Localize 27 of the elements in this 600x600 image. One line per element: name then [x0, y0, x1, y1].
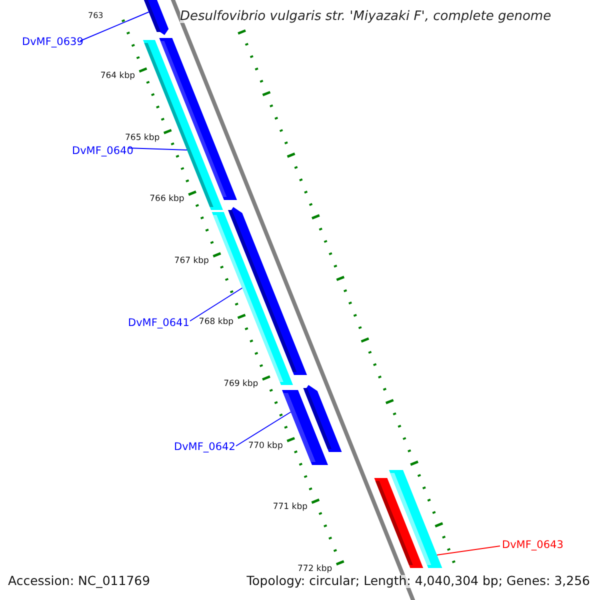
tick-label: 770 kbp — [248, 442, 283, 450]
accession-text: Accession: NC_011769 — [8, 575, 150, 588]
tick-label: 765 kbp — [125, 134, 160, 142]
gene-bar — [303, 385, 342, 452]
tick-label: 771 kbp — [272, 503, 308, 512]
leader-line — [436, 546, 500, 556]
leader-line — [236, 412, 292, 446]
title: Desulfovibrio vulgaris str. 'Miyazaki F', complete genome — [180, 10, 552, 23]
tick-label: 767 kbp — [174, 256, 209, 266]
gene-bar — [389, 470, 442, 568]
gene-label: DvMF_0641 — [128, 318, 190, 328]
tick-label: 769 kbp — [224, 380, 258, 388]
tick-label: 764 kbp — [100, 72, 135, 80]
gene-bar — [142, 0, 169, 35]
tick-label: 766 kbp — [150, 195, 184, 204]
leader-line — [80, 12, 150, 42]
gene-bar — [143, 40, 223, 210]
leader-line — [190, 288, 243, 322]
tick-label: 772 kbp — [297, 564, 332, 574]
gene-label: DvMF_0643 — [502, 540, 564, 550]
gene-label: DvMF_0639 — [22, 37, 84, 48]
gene-label: DvMF_0640 — [72, 146, 134, 156]
genome-info-text: Topology: circular; Length: 4,040,304 bp; Genes: 3,256 — [246, 575, 590, 588]
tick-label: 763 — [88, 12, 104, 20]
tick-label: 768 kbp — [198, 318, 234, 327]
leader-line — [128, 148, 188, 150]
gene-label: DvMF_0642 — [174, 442, 236, 452]
